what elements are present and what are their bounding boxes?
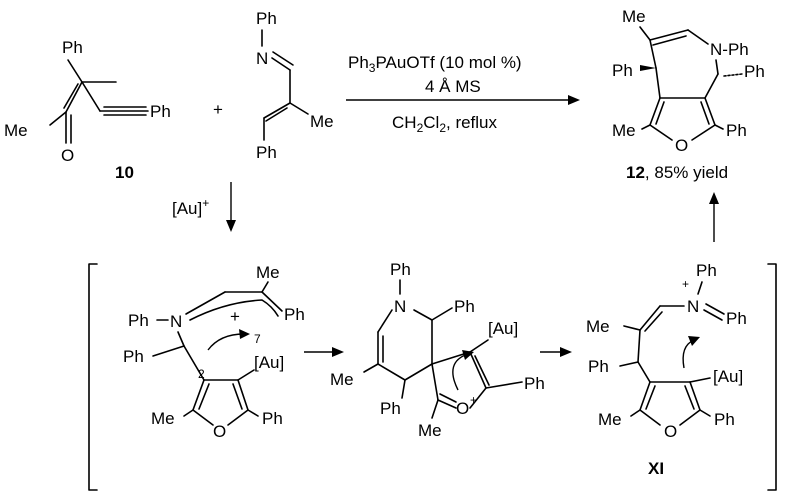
int1-position-2: 2	[198, 367, 205, 381]
int1-ph-furan: Ph	[262, 409, 283, 428]
product-12: Me N-Ph Ph Ph O Me Ph 12, 85% yield	[612, 7, 765, 182]
int2-ph-top: Ph	[454, 297, 475, 316]
intXI-ph-left: Ph	[588, 357, 609, 376]
int1-position-7: 7	[254, 332, 261, 346]
imine-ph-bottom: Ph	[256, 143, 277, 162]
product-12-oxygen: O	[675, 136, 688, 155]
intXI-oxygen: O	[664, 422, 677, 441]
intXI-iminium-charge: +	[682, 277, 689, 291]
mechanism-brackets	[88, 263, 777, 491]
int1-ph-ch: Ph	[123, 347, 144, 366]
int1-me: Me	[256, 263, 280, 282]
int2-oxonium: O	[456, 399, 469, 418]
int2-gold: [Au]	[488, 319, 518, 338]
compound-10-ph-top: Ph	[62, 38, 83, 57]
product-12-me-top: Me	[622, 7, 646, 26]
intXI-label: XI	[648, 459, 664, 478]
product-12-ph-left: Ph	[612, 61, 633, 80]
compound-10-ph-alkyne: Ph	[150, 102, 171, 121]
plus-sign: +	[213, 100, 223, 119]
compound-10-oxygen: O	[61, 146, 74, 165]
intXI-ph-benzylidene: Ph	[726, 309, 747, 328]
imine-reagent: Ph N Me Ph	[256, 9, 334, 162]
compound-10: Ph Ph Me O 10	[4, 38, 171, 182]
product-12-ph-right: Ph	[744, 62, 765, 81]
mechanism-arrow-2	[540, 347, 572, 357]
sieves-label: 4 Å MS	[425, 77, 481, 96]
intermediate-XI: Ph + N Ph Me Ph [Au] O Me Ph XI	[586, 261, 747, 478]
int2-ph-n: Ph	[390, 260, 411, 279]
compound-10-label: 10	[115, 163, 134, 182]
int1-gold: [Au]	[254, 353, 284, 372]
reaction-conditions: Ph3PAuOTf (10 mol %) 4 Å MS CH2Cl2, refl…	[346, 53, 580, 135]
int2-nitrogen: N	[394, 297, 406, 316]
intXI-me-furan: Me	[598, 410, 622, 429]
imine-nitrogen: N	[256, 49, 268, 68]
product-12-n-ph: N-Ph	[710, 40, 749, 59]
int2-ph-ring: Ph	[380, 399, 401, 418]
int1-oxygen: O	[213, 422, 226, 441]
intXI-nitrogen: N	[687, 297, 699, 316]
intermediate-1: Me Ph N + Ph 7 Ph 2 [Au] O Me Ph	[123, 263, 305, 441]
compound-10-me: Me	[4, 121, 28, 140]
product-12-me-bottom: Me	[612, 121, 636, 140]
solvent-label: CH2Cl2, reflux	[392, 113, 498, 135]
catalyst-label: Ph3PAuOTf (10 mol %)	[348, 53, 522, 75]
int2-me-acyl: Me	[418, 421, 442, 440]
product-12-ph-furan: Ph	[726, 121, 747, 140]
mechanism-arrow-1	[304, 347, 344, 357]
imine-me: Me	[310, 112, 334, 131]
product-12-label: 12, 85% yield	[626, 163, 728, 182]
product-up-arrow	[709, 192, 719, 242]
int1-nitrogen: N	[170, 312, 182, 331]
intXI-ph-furan: Ph	[714, 410, 735, 429]
intXI-me: Me	[586, 317, 610, 336]
intermediate-2: Ph N Ph [Au] Me Ph Ph O + Me	[330, 260, 545, 440]
gold-catalyst-label: [Au]+	[172, 196, 209, 218]
int1-plus: +	[230, 307, 240, 326]
int1-me-furan: Me	[151, 409, 175, 428]
int2-ph-right: Ph	[524, 374, 545, 393]
imine-ph-n: Ph	[256, 9, 277, 28]
int1-ph-chain: Ph	[284, 305, 305, 324]
intXI-ph-n: Ph	[696, 261, 717, 280]
int1-ph-n: Ph	[128, 311, 149, 330]
gold-catalysis-step: [Au]+	[172, 182, 236, 232]
intXI-gold: [Au]	[713, 367, 743, 386]
int2-oxonium-charge: +	[470, 393, 477, 407]
int2-me: Me	[330, 370, 354, 389]
